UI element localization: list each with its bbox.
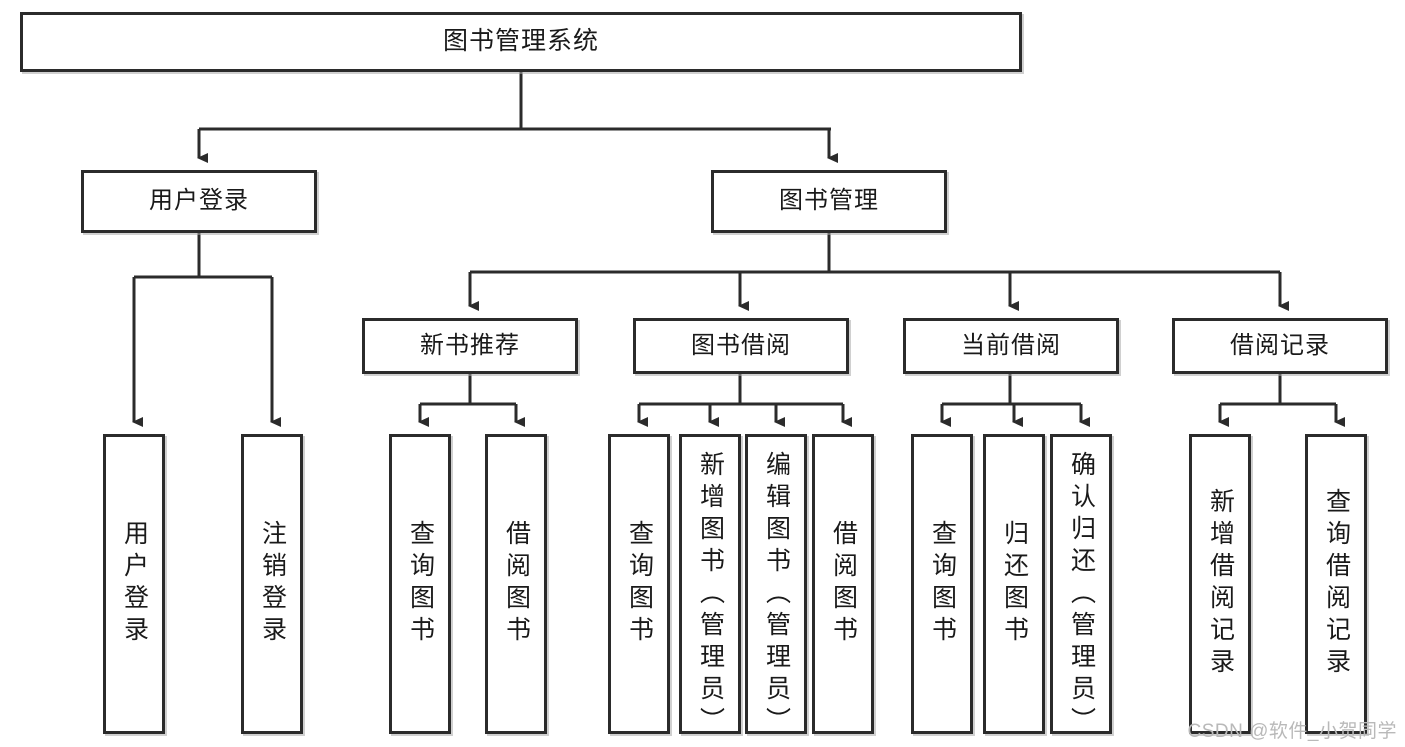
node-borrow-record[interactable]: 借阅记录 bbox=[1172, 318, 1388, 374]
node-new-book-recommend[interactable]: 新书推荐 bbox=[362, 318, 578, 374]
node-leaf-user-login[interactable]: 用户登录 bbox=[103, 434, 165, 734]
node-leaf-borrow-book-2[interactable]: 借阅图书 bbox=[812, 434, 874, 734]
node-user-login[interactable]: 用户登录 bbox=[81, 170, 317, 233]
node-leaf-confirm-return[interactable]: 确认归还（管理员） bbox=[1050, 434, 1112, 739]
node-book-manage[interactable]: 图书管理 bbox=[711, 170, 947, 233]
node-leaf-add-book[interactable]: 新增图书（管理员） bbox=[679, 434, 741, 739]
node-leaf-query-book-3[interactable]: 查询图书 bbox=[911, 434, 973, 734]
csdn-watermark: CSDN @软件_小贺同学 bbox=[1187, 721, 1397, 742]
node-leaf-add-borrow-record[interactable]: 新增借阅记录 bbox=[1189, 434, 1251, 734]
node-leaf-return-book[interactable]: 归还图书 bbox=[983, 434, 1045, 734]
node-leaf-query-borrow-record[interactable]: 查询借阅记录 bbox=[1305, 434, 1367, 734]
node-leaf-query-book-1[interactable]: 查询图书 bbox=[389, 434, 451, 734]
node-leaf-borrow-book-1[interactable]: 借阅图书 bbox=[485, 434, 547, 734]
node-root[interactable]: 图书管理系统 bbox=[20, 12, 1022, 72]
node-current-borrow[interactable]: 当前借阅 bbox=[903, 318, 1119, 374]
node-leaf-query-book-2[interactable]: 查询图书 bbox=[608, 434, 670, 734]
node-book-borrow[interactable]: 图书借阅 bbox=[633, 318, 849, 374]
node-leaf-edit-book[interactable]: 编辑图书（管理员） bbox=[745, 434, 807, 739]
node-leaf-logout[interactable]: 注销登录 bbox=[241, 434, 303, 734]
